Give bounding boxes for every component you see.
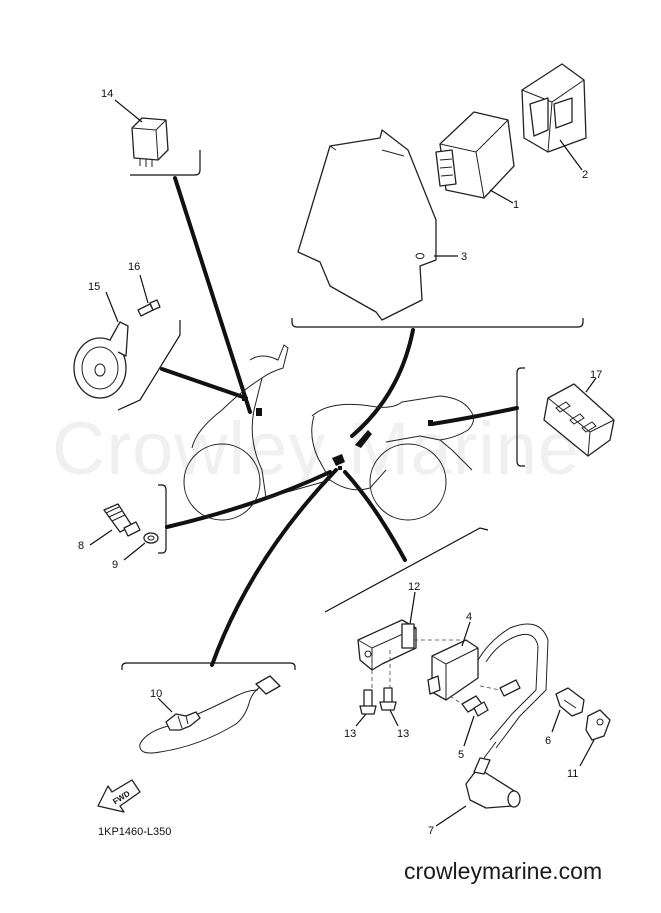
assembly-dashes	[371, 639, 460, 690]
callout-14: 14	[101, 88, 113, 100]
callout-17: 17	[590, 369, 602, 381]
bolt-16-part	[137, 274, 161, 317]
relay-location-mark	[256, 408, 262, 416]
callout-2: 2	[582, 169, 588, 181]
frame-rectifier	[516, 367, 525, 467]
sensor-location-mark	[338, 466, 342, 470]
rear-panel	[385, 435, 441, 443]
website-link[interactable]: crowleymarine.com	[404, 858, 603, 884]
watermark: Crowley Marine	[52, 407, 581, 490]
frame-sensor	[158, 484, 167, 554]
leader-relay	[173, 176, 252, 414]
leader-o2	[210, 468, 338, 667]
rubber-cover-part	[521, 63, 587, 171]
plug-cap-part	[435, 741, 521, 827]
washer-part	[123, 532, 159, 561]
callout-6: 6	[545, 735, 551, 747]
front-wheel	[183, 443, 261, 521]
cdi-location-arrow	[355, 430, 372, 448]
coil-location-mark	[332, 454, 345, 466]
callout-13b: 13	[397, 728, 409, 740]
callout-7: 7	[428, 825, 434, 837]
relay-part	[114, 99, 169, 167]
frame-o2	[121, 662, 296, 670]
ignition-coil-part	[427, 621, 549, 749]
leader-horn	[160, 367, 248, 400]
o2-sensor-part	[139, 675, 281, 754]
bolt-5-part	[449, 695, 489, 747]
callout-11: 11	[567, 768, 578, 780]
clamp-11-part	[579, 709, 611, 767]
leader-sensor	[165, 470, 332, 529]
callout-5: 5	[458, 749, 464, 761]
coil-bracket-part	[357, 591, 417, 671]
callout-12: 12	[408, 581, 420, 593]
reference-code: 1KP1460-L350	[98, 826, 172, 838]
rectifier-part	[543, 377, 615, 457]
callout-13a: 13	[344, 728, 356, 740]
rear-wheel	[369, 443, 447, 521]
callout-1: 1	[513, 199, 519, 211]
rectifier-location-mark	[428, 420, 433, 426]
frame-horn	[117, 320, 181, 411]
fwd-arrow-icon: FWD	[97, 779, 141, 813]
callout-4: 4	[466, 611, 472, 623]
bolt-13a-part	[355, 689, 377, 727]
underline	[265, 479, 331, 499]
cdi-unit-part	[435, 111, 515, 204]
bolt-coil-side	[479, 679, 521, 697]
front-body	[249, 344, 289, 499]
horn-part	[73, 291, 129, 399]
callout-16: 16	[128, 261, 140, 273]
leader-cdi	[350, 328, 415, 438]
callout-9: 9	[112, 559, 118, 571]
horn-location-mark	[242, 396, 247, 401]
callout-8: 8	[78, 540, 84, 552]
clamp-6-part	[551, 687, 585, 733]
bolt-13b-part	[379, 687, 399, 727]
scooter-silhouette	[183, 344, 474, 521]
frame-ignition	[324, 527, 489, 613]
callout-10: 10	[150, 688, 162, 700]
front-fender	[191, 377, 263, 449]
frame-cdi	[291, 318, 584, 328]
callout-15: 15	[88, 281, 100, 293]
seat-body	[311, 395, 474, 471]
sensor-part	[89, 503, 141, 546]
leader-rectifier	[430, 406, 519, 426]
leader-ignition	[343, 470, 407, 562]
callout-3: 3	[461, 251, 467, 263]
bracket-plate-part	[297, 129, 458, 321]
frame-relay	[130, 150, 201, 176]
